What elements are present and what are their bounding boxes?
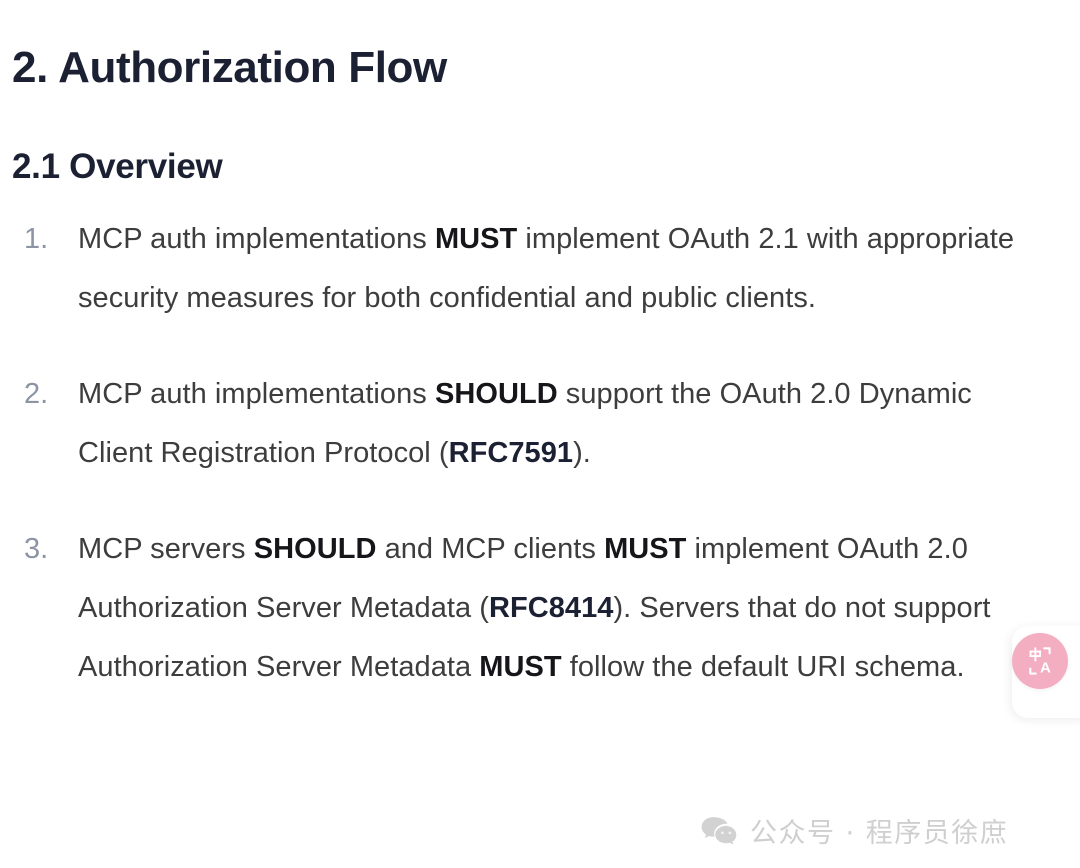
list-item-text: MCP auth implementations SHOULD support … <box>78 365 1053 483</box>
watermark: 公众号 · 程序员徐庶 <box>700 815 1008 852</box>
text-run: follow the default URI schema. <box>561 651 965 683</box>
text-run: support the OAuth 2.0 Dynamic Client Reg… <box>78 378 972 469</box>
translate-icon: A <box>1023 644 1057 678</box>
text-run: implement OAuth 2.1 with appropriate sec… <box>78 223 1015 314</box>
requirements-list: 1. MCP auth implementations MUST implemen… <box>0 210 1060 697</box>
watermark-text: 公众号 · 程序员徐庶 <box>750 818 1009 849</box>
section-subtitle: 2.1 Overview <box>12 147 223 187</box>
text-run: MCP servers <box>78 533 254 565</box>
text-run: MCP auth implementations <box>78 378 435 410</box>
translate-button[interactable]: A <box>1012 633 1068 689</box>
list-item: 3. MCP servers SHOULD and MCP clients MUS… <box>0 520 1060 697</box>
keyword-emphasis: SHOULD <box>434 378 558 410</box>
text-run: ). Servers that do not support Authoriza… <box>78 592 991 683</box>
list-marker: 2. <box>24 378 49 410</box>
text-run: MCP auth implementations <box>78 223 435 255</box>
list-item: 2. MCP auth implementations SHOULD suppor… <box>0 365 1060 483</box>
svg-text:A: A <box>1040 659 1051 676</box>
keyword-emphasis: MUST <box>434 223 518 255</box>
text-run: ). <box>573 437 591 469</box>
keyword-emphasis: MUST <box>604 533 687 565</box>
text-run: and MCP clients <box>376 533 605 565</box>
list-marker: 3. <box>24 533 49 565</box>
text-run: implement OAuth 2.0 Authorization Server… <box>78 533 968 624</box>
list-marker: 1. <box>24 223 49 255</box>
rfc-reference[interactable]: RFC8414 <box>488 592 614 624</box>
list-item-text: MCP auth implementations MUST implement … <box>78 210 1053 328</box>
keyword-emphasis: SHOULD <box>253 533 377 565</box>
list-item: 1. MCP auth implementations MUST implemen… <box>0 210 1060 328</box>
list-item-text: MCP servers SHOULD and MCP clients MUST … <box>78 520 1053 697</box>
page-title: 2. Authorization Flow <box>12 43 447 93</box>
rfc-reference[interactable]: RFC7591 <box>448 437 574 469</box>
keyword-emphasis: MUST <box>479 651 562 683</box>
wechat-icon <box>700 815 738 852</box>
